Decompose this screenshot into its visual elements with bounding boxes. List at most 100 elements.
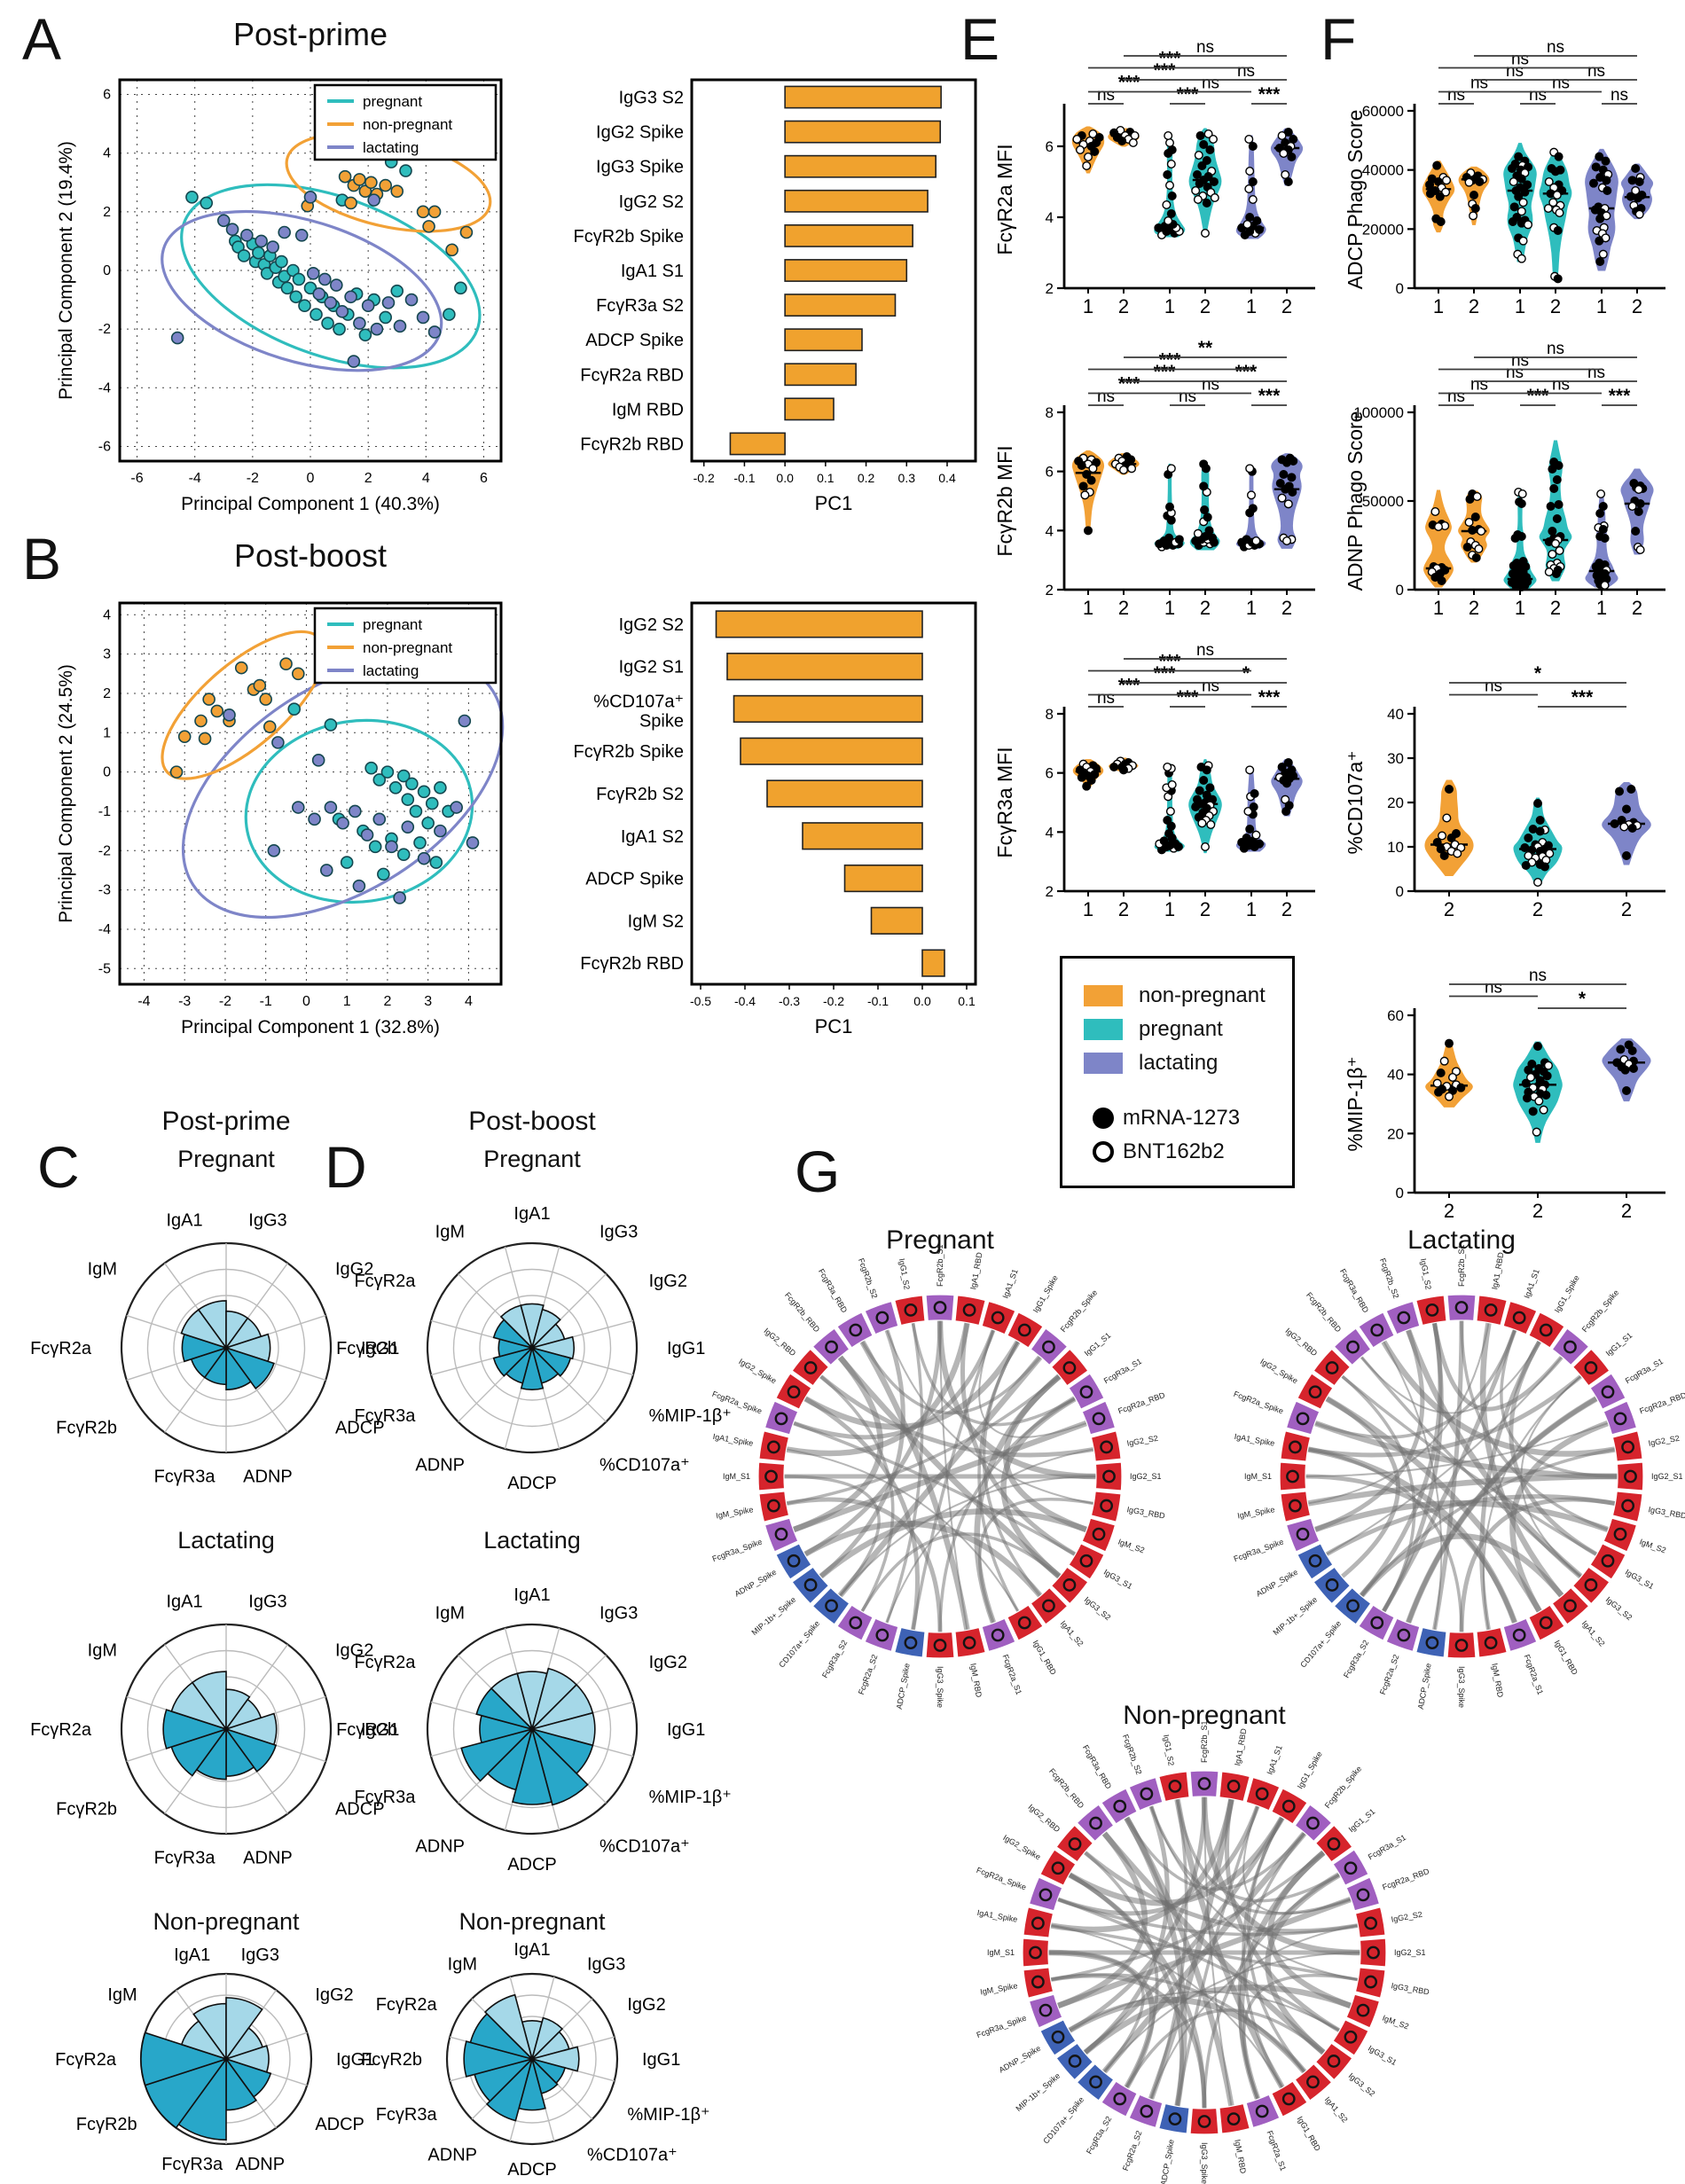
bar-label: ADCP Spike	[585, 870, 684, 889]
ring-segment	[1345, 1993, 1381, 2029]
svg-text:-4: -4	[98, 380, 111, 395]
scatter-points-non_pregnant	[301, 169, 474, 257]
radar-wedge-FcγR2a	[162, 1709, 229, 1750]
ring-segment	[1313, 1348, 1352, 1387]
feature-node	[1484, 1303, 1498, 1317]
svg-text:***: ***	[1177, 84, 1199, 105]
feature-node-label: IgG2_S2	[1126, 1434, 1159, 1448]
radar-wedge-%MIP-1β⁺	[529, 1346, 572, 1377]
feature-node-label: FcgR3a_S2	[1085, 2115, 1113, 2156]
svg-text:2: 2	[1118, 898, 1129, 920]
loading-bar	[784, 189, 929, 213]
svg-text:4: 4	[103, 146, 111, 161]
feature-node-label: ADNP_Spike	[998, 2044, 1042, 2075]
ring-segment	[1385, 1617, 1421, 1653]
svg-text:4: 4	[422, 471, 430, 486]
radar-axis-label: IgG2	[335, 1641, 373, 1661]
feature-node-label: ADCP_Spike	[895, 1663, 912, 1710]
feature-node-label: IgM_S2	[1638, 1537, 1667, 1554]
data-points	[1432, 1038, 1466, 1101]
feature-node-label: FcgR3a_RBD	[1338, 1267, 1371, 1315]
feature-node	[1079, 1385, 1093, 1399]
radar-wedge-IgG3	[225, 1997, 263, 2062]
loading-bar	[784, 363, 857, 387]
svg-text:6: 6	[103, 88, 111, 103]
ring-segment	[1314, 2042, 1353, 2081]
radar-axis-label: IgG1	[361, 1339, 399, 1358]
feature-node-label: FcgR3a_S2	[1342, 1639, 1370, 1679]
svg-text:***: ***	[1159, 652, 1181, 672]
legend-label: mRNA-1273	[1123, 1106, 1241, 1130]
feature-node-label: FcgR2a_Spike	[711, 1389, 764, 1416]
feature-node-label: FcgR2b_S1	[1200, 1720, 1209, 1763]
loading-bar	[921, 949, 945, 977]
feature-node	[1068, 1837, 1082, 1851]
feature-node	[1512, 1311, 1526, 1325]
radar-axis-label: %MIP-1β⁺	[627, 2105, 709, 2125]
data-points	[1237, 765, 1265, 853]
ring-segment	[1502, 1617, 1538, 1653]
loading-bar	[733, 694, 923, 724]
radar-axis-label: IgG3	[587, 1955, 625, 1975]
radar-axis-label: IgG1	[667, 1720, 705, 1740]
feature-node-label: FcgR2b_S2	[1378, 1257, 1401, 1300]
bar-label: FcγR2b S2	[596, 785, 684, 804]
feature-node	[1370, 1323, 1384, 1337]
radar-axis-label: IgM	[448, 1955, 477, 1975]
feature-node	[1031, 1975, 1045, 1989]
feature-node	[766, 1499, 780, 1513]
title-post-prime-a: Post-prime	[232, 16, 388, 52]
feature-node	[1564, 1599, 1577, 1613]
ring-segment	[1280, 1491, 1312, 1523]
feature-node	[1288, 1440, 1302, 1454]
data-points	[1432, 784, 1466, 860]
feature-node-label: IgG1_RBD	[1553, 1639, 1580, 1677]
data-points	[1274, 757, 1298, 816]
feature-node	[1051, 2030, 1065, 2044]
scatter-points-lactating	[170, 191, 442, 368]
radar-axis-label: %CD107a⁺	[600, 1456, 690, 1476]
feature-node-label: IgG3_RBD	[1391, 1981, 1430, 1996]
radar-subtitle: Lactating	[483, 1527, 581, 1554]
feature-node	[1346, 1599, 1360, 1613]
svg-text:1: 1	[1433, 295, 1444, 317]
svg-text:non-pregnant: non-pregnant	[363, 116, 452, 133]
ring-segment	[1007, 1311, 1044, 1349]
svg-text:-3: -3	[178, 994, 191, 1009]
ring-segment	[1271, 1788, 1308, 1825]
ring-segment	[1294, 2063, 1333, 2102]
svg-text:*: *	[1579, 989, 1587, 1009]
svg-text:-0.1: -0.1	[733, 471, 755, 485]
feature-node	[1102, 1469, 1116, 1483]
radar-axis-label: FcγR3a	[354, 1406, 416, 1426]
feature-node-label: IgG2_Spike	[737, 1357, 778, 1385]
svg-text:2: 2	[1444, 1200, 1454, 1222]
bar-label: IgG2 S2	[619, 615, 684, 635]
feature-node-label: IgG3_S2	[1083, 1595, 1113, 1622]
feature-node-label: FcgR2b_Spike	[1580, 1288, 1621, 1335]
feature-node-label: IgG3_S1	[1624, 1568, 1656, 1591]
feature-node-label: FcgR2a_S1	[1265, 2129, 1288, 2172]
feature-node-label: IgM_S1	[987, 1948, 1015, 1957]
svg-text:-2: -2	[98, 843, 111, 858]
feature-node	[1356, 2003, 1370, 2017]
feature-node-label: IgG2_S1	[1394, 1948, 1426, 1957]
radar-post-boost-pregnant: IgA1IgG3IgG2IgG1%MIP-1β⁺%CD107a⁺ADCPADNP…	[336, 1204, 732, 1493]
feature-node	[825, 1599, 838, 1613]
svg-text:***: ***	[1118, 374, 1140, 395]
feature-node	[1346, 1340, 1360, 1354]
data-points	[1237, 134, 1265, 239]
svg-text:PC1: PC1	[815, 1015, 853, 1037]
ring-segment	[1385, 1300, 1421, 1335]
svg-text:40000: 40000	[1362, 162, 1404, 179]
loading-bar	[740, 737, 923, 765]
ring-segment	[1128, 1776, 1164, 1812]
ring-segment	[1589, 1373, 1626, 1410]
svg-text:ns: ns	[1202, 677, 1219, 696]
svg-text:ns: ns	[1179, 387, 1196, 406]
svg-text:-0.2: -0.2	[694, 471, 715, 485]
